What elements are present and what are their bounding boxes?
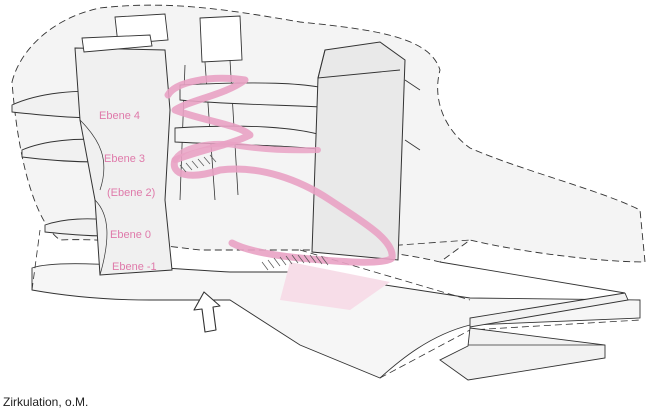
circulation-path: [164, 74, 396, 266]
level-label-ebene0: Ebene 0: [110, 229, 151, 241]
level-label-ebene-minus1: Ebene -1: [112, 261, 157, 273]
right-tower-top: [317, 49, 401, 79]
ramp-hatching: [179, 154, 329, 271]
left-tower-curves: [79, 119, 108, 276]
circulation-branch: [172, 140, 321, 163]
slab-right-upper: [439, 261, 629, 328]
right-tower-ledges: [404, 79, 421, 151]
top-block-b: [81, 34, 153, 53]
entrance-arrow-icon: [193, 291, 221, 333]
ground-reflection: [280, 262, 390, 310]
level-label-ebene4: Ebene 4: [99, 110, 140, 122]
right-tower: [311, 41, 406, 261]
left-tower: [74, 47, 173, 276]
slab-right-lower: [439, 327, 606, 381]
figure-caption: Zirkulation, o.M.: [3, 395, 89, 409]
level-label-ebene2: (Ebene 2): [107, 187, 155, 199]
level-label-ebene3: Ebene 3: [104, 153, 145, 165]
center-core: [199, 15, 243, 63]
